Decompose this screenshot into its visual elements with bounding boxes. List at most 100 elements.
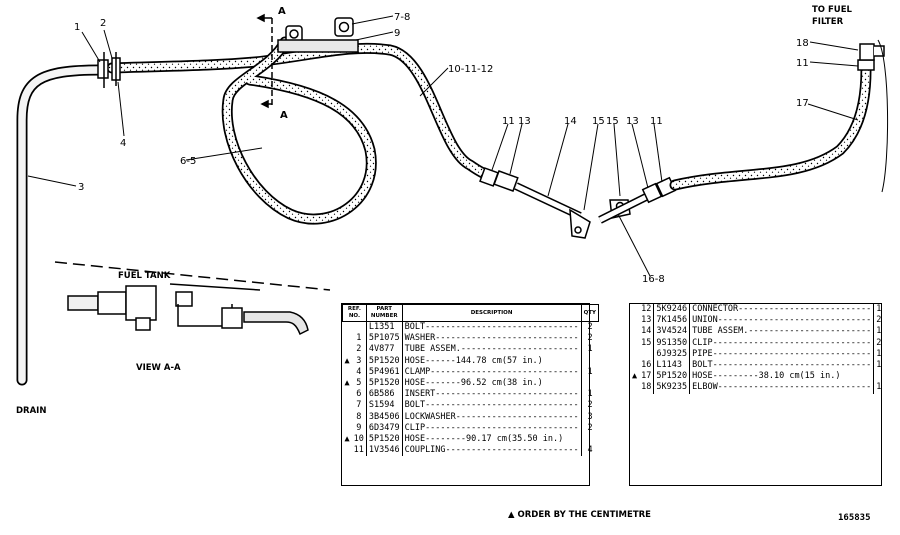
part-number-cell: L1351	[366, 321, 403, 334]
description-cell: COUPLING--------------------------	[402, 445, 582, 457]
quantity-cell: 3	[587, 411, 593, 422]
callout-15-a: 15	[592, 116, 605, 127]
description-cell: CLIP-------------------------------	[689, 337, 875, 349]
description-cell: CONNECTOR--------------------------	[689, 304, 875, 316]
elbow-fitting	[857, 43, 885, 71]
description-cell: PIPE-------------------------------	[689, 348, 875, 361]
loop-hose	[221, 36, 377, 225]
callout-13-right: 13	[626, 116, 639, 127]
part-number-cell: 5P1075	[366, 333, 403, 345]
tube-right	[598, 191, 652, 224]
drawing-number: 165835	[838, 513, 871, 523]
order-by-length-mark	[630, 315, 639, 326]
description-cell: CLAMP-----------------------------	[402, 366, 582, 379]
callout-18: 18	[796, 38, 809, 49]
part-number-cell: S1594	[366, 400, 403, 412]
quantity-cell: 1	[876, 360, 882, 371]
callout-17: 17	[796, 98, 809, 109]
description-cell: HOSE--------90.17 cm(35.50 in.)	[402, 434, 582, 446]
ref-number-cell: 3	[351, 355, 367, 367]
order-by-length-mark	[630, 382, 639, 393]
callout-16-8: 16-8	[642, 274, 665, 285]
drain-caption: DRAIN	[16, 406, 46, 416]
ref-number-cell: 17	[639, 371, 655, 383]
order-by-length-mark	[343, 400, 352, 411]
callout-11-top: 11	[796, 58, 809, 69]
quantity-cell: 1	[587, 344, 593, 355]
ref-number-cell: 15	[639, 337, 655, 349]
description-cell: TUBE ASSEM.-----------------------	[402, 344, 582, 356]
part-number-cell: 5P1520	[653, 371, 691, 383]
description-cell: HOSE-------96.52 cm(38 in.)	[402, 378, 582, 390]
description-cell: HOSE---------38.10 cm(15 in.)	[689, 371, 875, 383]
order-by-length-mark	[630, 326, 639, 337]
part-number-cell: 5P1520	[366, 434, 403, 446]
description-cell: INSERT----------------------------	[402, 389, 582, 401]
part-number-cell: 9S1350	[653, 337, 691, 349]
coupling-right	[641, 176, 677, 204]
callout-14: 14	[564, 116, 577, 127]
leader-lines	[27, 15, 859, 277]
quantity-cell: 1	[876, 382, 882, 393]
header-ref-no: REF. NO.	[342, 304, 367, 322]
order-by-length-mark	[343, 423, 352, 434]
quantity-cell: 1	[876, 326, 882, 337]
header-qty: QTY	[580, 304, 600, 322]
part-number-cell: 4V877	[366, 344, 403, 356]
part-number-cell: 5K9246	[653, 304, 691, 316]
filter-edge-line	[877, 39, 889, 193]
section-label-a-top: A	[278, 6, 286, 17]
order-footnote: ▲ ORDER BY THE CENTIMETRE	[508, 510, 651, 520]
quantity-cell	[581, 378, 598, 389]
description-cell: TUBE ASSEM.------------------------	[689, 326, 875, 338]
quantity-cell: 1	[876, 348, 882, 359]
order-by-length-mark	[630, 304, 639, 315]
part-number-cell: 5P1520	[366, 355, 403, 367]
quantity-cell: 1	[587, 389, 593, 400]
header-description: DESCRIPTION	[401, 304, 582, 322]
description-cell: BOLT-------------------------------	[689, 360, 875, 372]
description-cell: LOCKWASHER------------------------	[402, 411, 582, 423]
ref-number-cell: 18	[639, 382, 655, 394]
part-number-cell: 3V4524	[653, 326, 691, 338]
quantity-cell	[581, 434, 598, 445]
order-by-length-mark	[343, 367, 352, 378]
quantity-cell: 1	[587, 366, 593, 377]
order-by-length-mark	[630, 338, 639, 349]
order-by-length-mark	[343, 322, 352, 334]
section-label-a-bottom: A	[280, 110, 288, 121]
description-cell: WASHER----------------------------	[402, 333, 582, 345]
part-number-cell: 6J9325	[653, 348, 691, 361]
quantity-cell	[874, 371, 884, 382]
part-number-cell: 1V3546	[366, 445, 403, 457]
ref-number-cell: 7	[351, 400, 367, 412]
ref-number-cell: 6	[351, 389, 367, 401]
description-cell: HOSE------144.78 cm(57 in.)	[402, 355, 582, 367]
order-by-length-mark	[343, 344, 352, 355]
ref-number-cell: 11	[351, 445, 367, 457]
callout-1: 1	[74, 22, 80, 33]
quantity-cell: 2	[587, 333, 593, 344]
part-number-cell: 5K9235	[653, 382, 691, 394]
ref-number-cell: 1	[351, 333, 367, 345]
order-by-length-mark: ▲	[344, 378, 350, 389]
part-number-cell: 3B4506	[366, 411, 403, 423]
header-part-number: PART NUMBER	[365, 304, 403, 322]
